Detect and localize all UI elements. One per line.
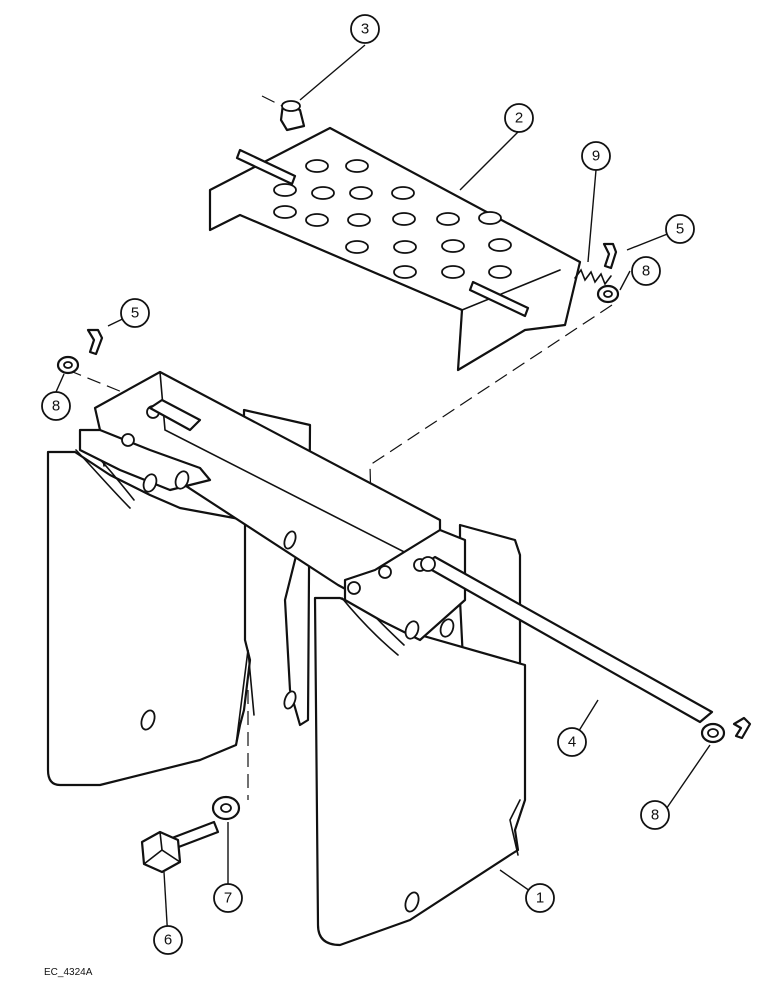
mount-hole <box>378 565 392 579</box>
mount-hole <box>121 433 135 447</box>
callout-4-label: 4 <box>568 734 576 751</box>
tread-pin-right <box>468 280 530 318</box>
callout-8-lower-right-label: 8 <box>651 807 659 824</box>
cotter-pin <box>86 328 104 356</box>
cotter-pins <box>86 242 752 740</box>
callout-8-upper-right: 8 <box>631 256 661 286</box>
callout-1-label: 1 <box>536 890 544 907</box>
callout-4: 4 <box>557 727 587 757</box>
leader-lines <box>55 44 711 941</box>
bolt-washer <box>211 795 241 821</box>
mount-hole <box>404 891 420 913</box>
callout-3: 3 <box>350 14 380 44</box>
mount-hole <box>283 690 297 710</box>
mount-hole <box>404 620 420 640</box>
left-slot-curve <box>75 449 131 509</box>
mount-hole <box>439 618 455 638</box>
bushing <box>279 100 306 132</box>
callout-2-label: 2 <box>515 110 523 127</box>
spring <box>574 268 612 286</box>
cotter-pin <box>732 716 752 740</box>
callout-2: 2 <box>504 103 534 133</box>
callout-9-label: 9 <box>592 148 600 165</box>
cotter-pin <box>602 242 618 270</box>
mount-hole <box>174 470 190 490</box>
step-tread <box>208 126 582 372</box>
callout-6-label: 6 <box>164 932 172 949</box>
washers <box>56 284 726 744</box>
callout-5-right: 5 <box>665 214 695 244</box>
hex-bolt <box>140 820 220 874</box>
bracket-assembly <box>46 370 527 947</box>
callout-5-right-label: 5 <box>676 221 684 238</box>
callout-8-left-label: 8 <box>52 398 60 415</box>
callout-8-upper-right-label: 8 <box>642 263 650 280</box>
mount-hole <box>283 530 297 550</box>
callout-5-left-label: 5 <box>131 305 139 322</box>
mount-hole <box>140 709 156 731</box>
callout-7: 7 <box>213 883 243 913</box>
callout-1: 1 <box>525 883 555 913</box>
tread-pin-left <box>235 148 297 186</box>
mount-hole <box>142 473 158 493</box>
callout-3-label: 3 <box>361 21 369 38</box>
tread-holes <box>273 159 512 279</box>
figure-reference-code: EC_4324A <box>44 967 93 978</box>
callout-8-left: 8 <box>41 391 71 421</box>
pivot-rod <box>148 398 714 724</box>
callout-9: 9 <box>581 141 611 171</box>
right-side-plate <box>313 596 527 947</box>
mount-hole <box>347 581 361 595</box>
callout-5-left: 5 <box>120 298 150 328</box>
callout-6: 6 <box>153 925 183 955</box>
callout-7-label: 7 <box>224 890 232 907</box>
left-side-plate <box>46 450 252 787</box>
callout-8-lower-right: 8 <box>640 800 670 830</box>
